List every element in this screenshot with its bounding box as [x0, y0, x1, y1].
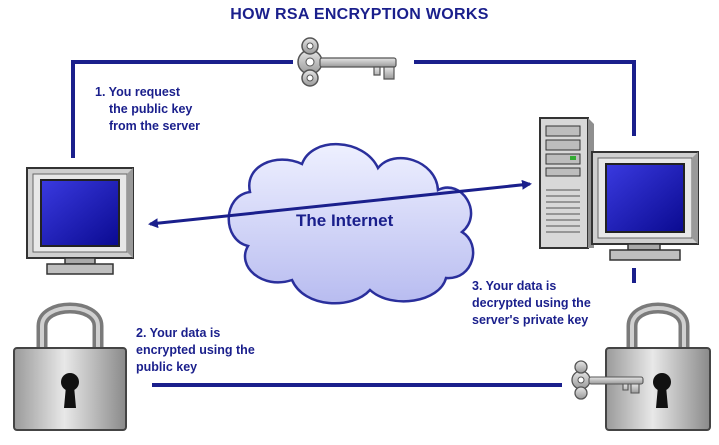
private-key-icon	[571, 360, 644, 400]
step-3-line-1: 3. Your data is	[472, 279, 557, 293]
padlock-with-key-icon	[605, 302, 711, 431]
step-1-line-1: 1. You request	[95, 85, 180, 99]
diagram-title: HOW RSA ENCRYPTION WORKS	[230, 6, 489, 23]
step-1-line-3: from the server	[109, 119, 201, 133]
step-2-line-1: 2. Your data is	[136, 326, 221, 340]
step-2-text: 2. Your data is encrypted using the publ…	[136, 325, 255, 376]
padlock-icon	[13, 302, 127, 431]
step-2-line-2: encrypted using the	[136, 343, 255, 357]
step-1-text: 1. You request the public key from the s…	[95, 84, 200, 135]
server-icon	[539, 117, 594, 249]
step-3-line-2: decrypted using the	[472, 296, 591, 310]
key-icon	[297, 37, 397, 87]
step-1-line-2: the public key	[109, 102, 193, 116]
step-3-text: 3. Your data is decrypted using the serv…	[472, 278, 591, 329]
internet-label: The Internet	[296, 211, 394, 230]
step-3-line-3: server's private key	[472, 313, 589, 327]
server-monitor-icon	[591, 151, 699, 261]
top-connector-line	[71, 60, 636, 158]
client-computer-icon	[26, 167, 134, 275]
step-2-line-3: public key	[136, 360, 198, 374]
internet-arrow	[148, 179, 532, 229]
